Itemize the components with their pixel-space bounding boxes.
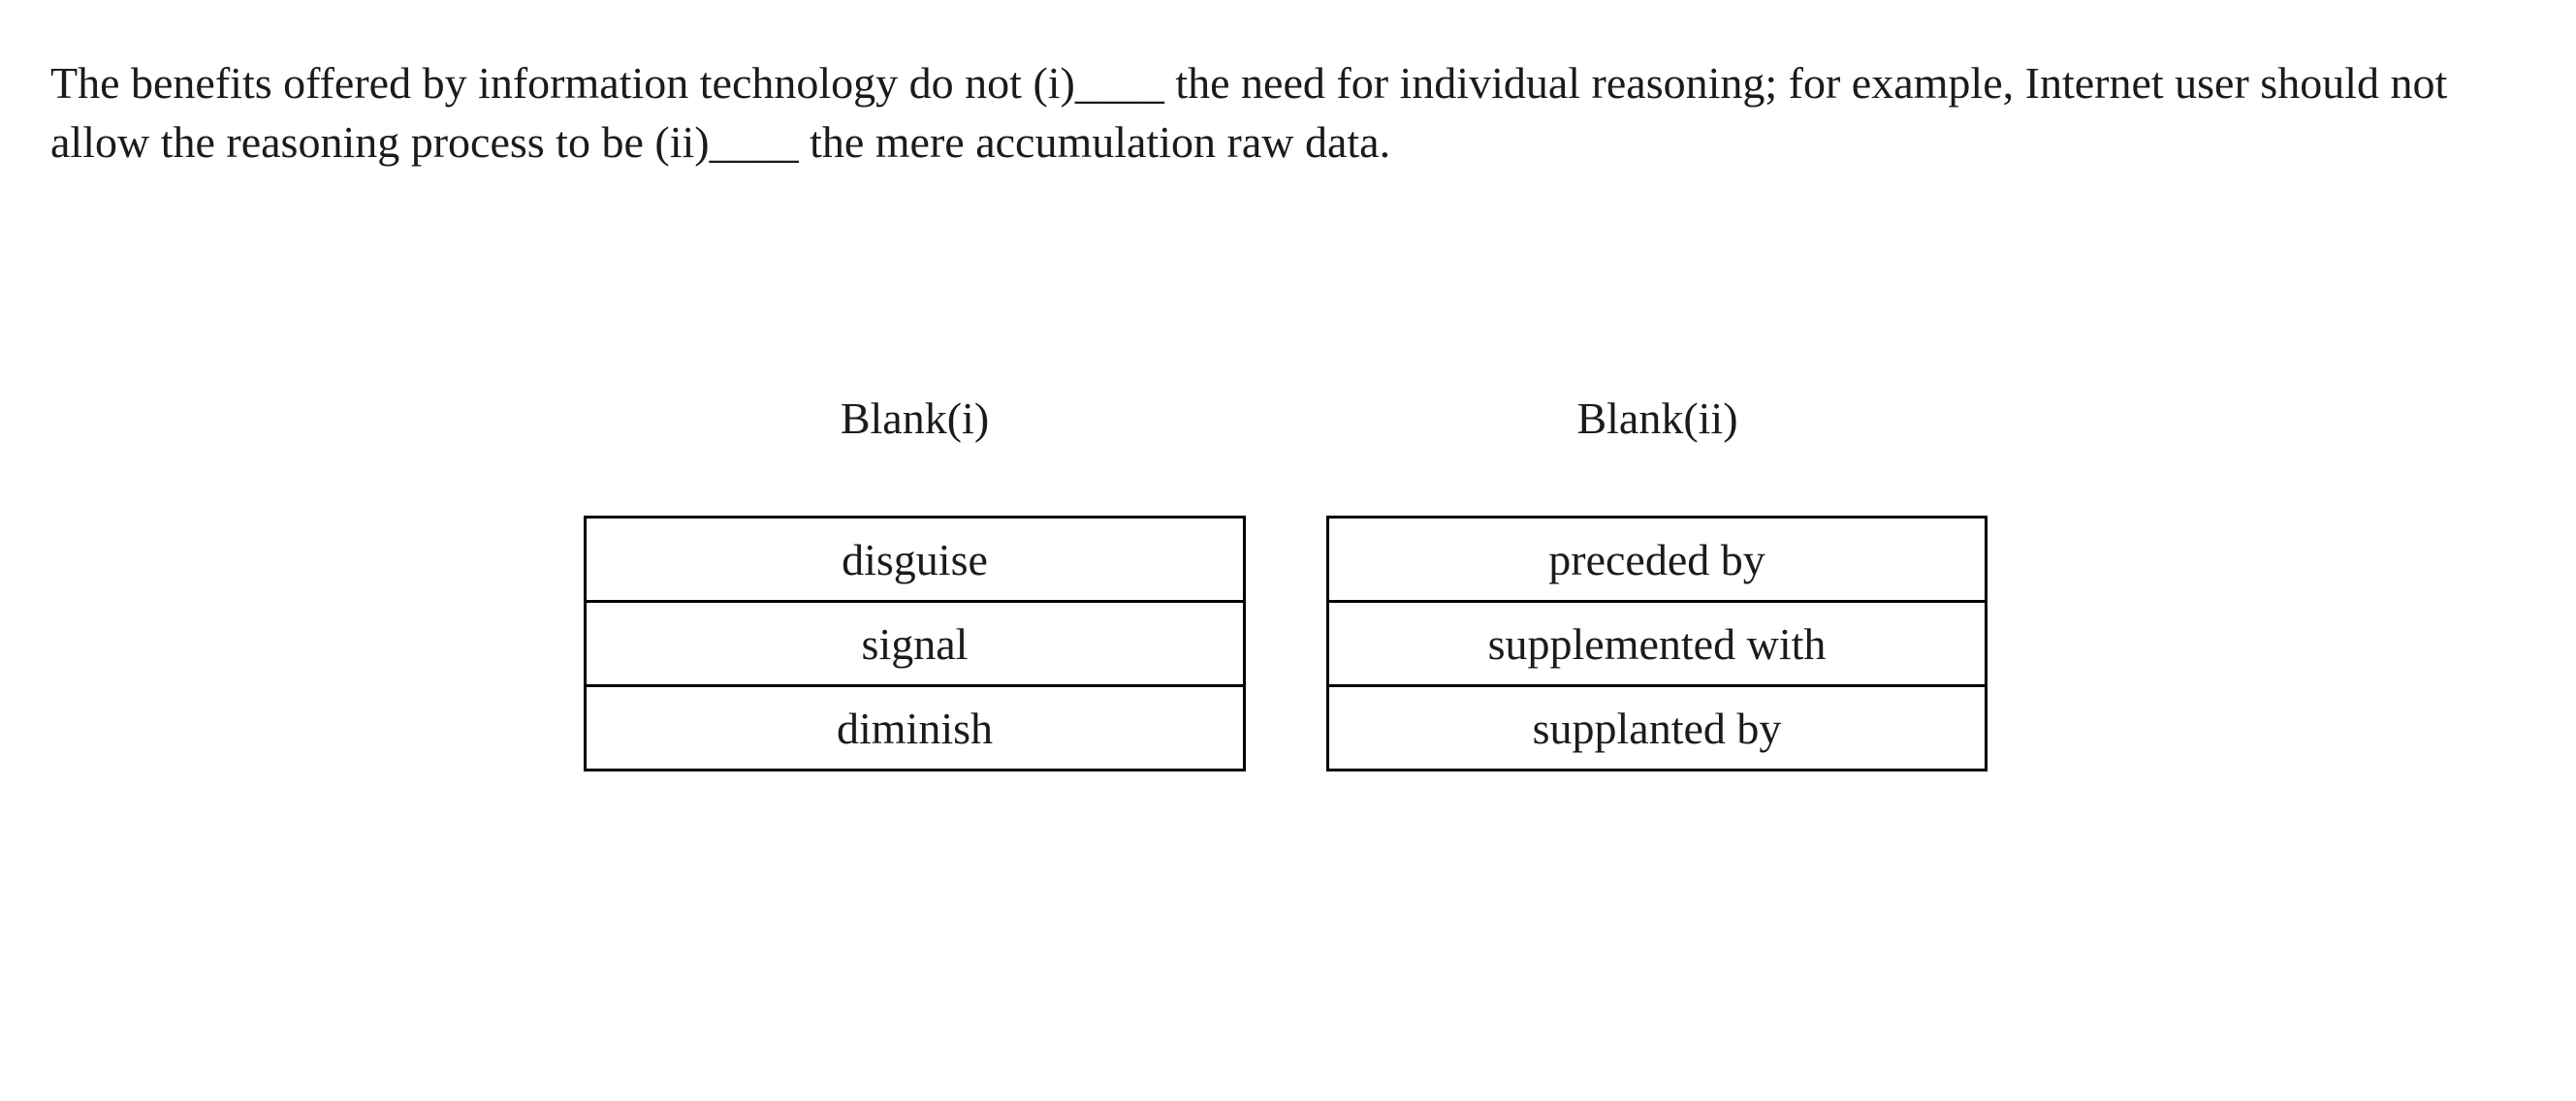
table-row: supplemented with <box>1326 600 1988 687</box>
table-row: preceded by <box>1326 516 1988 603</box>
table-row: signal <box>584 600 1246 687</box>
question-line-2: allow the reasoning process to be (ii)__… <box>50 117 1391 167</box>
blank-ii-option-2[interactable]: supplemented with <box>1326 600 1988 687</box>
blank-i-options-table: disguise signal diminish <box>584 516 1246 771</box>
question-line-1: The benefits offered by information tech… <box>50 58 2448 108</box>
blank-i-option-2[interactable]: signal <box>584 600 1246 687</box>
blank-ii-option-3[interactable]: supplanted by <box>1326 684 1988 771</box>
table-row: diminish <box>584 684 1246 771</box>
table-row: disguise <box>584 516 1246 603</box>
blank-ii-header: Blank(ii) <box>1576 393 1738 443</box>
question-text: The benefits offered by information tech… <box>50 53 2447 172</box>
blank-ii-option-1[interactable]: preceded by <box>1326 516 1988 603</box>
blank-i-option-3[interactable]: diminish <box>584 684 1246 771</box>
blank-ii-options-table: preceded by supplemented with supplanted… <box>1326 516 1988 771</box>
blank-i-header: Blank(i) <box>840 393 990 443</box>
blank-i-option-1[interactable]: disguise <box>584 516 1246 603</box>
table-row: supplanted by <box>1326 684 1988 771</box>
